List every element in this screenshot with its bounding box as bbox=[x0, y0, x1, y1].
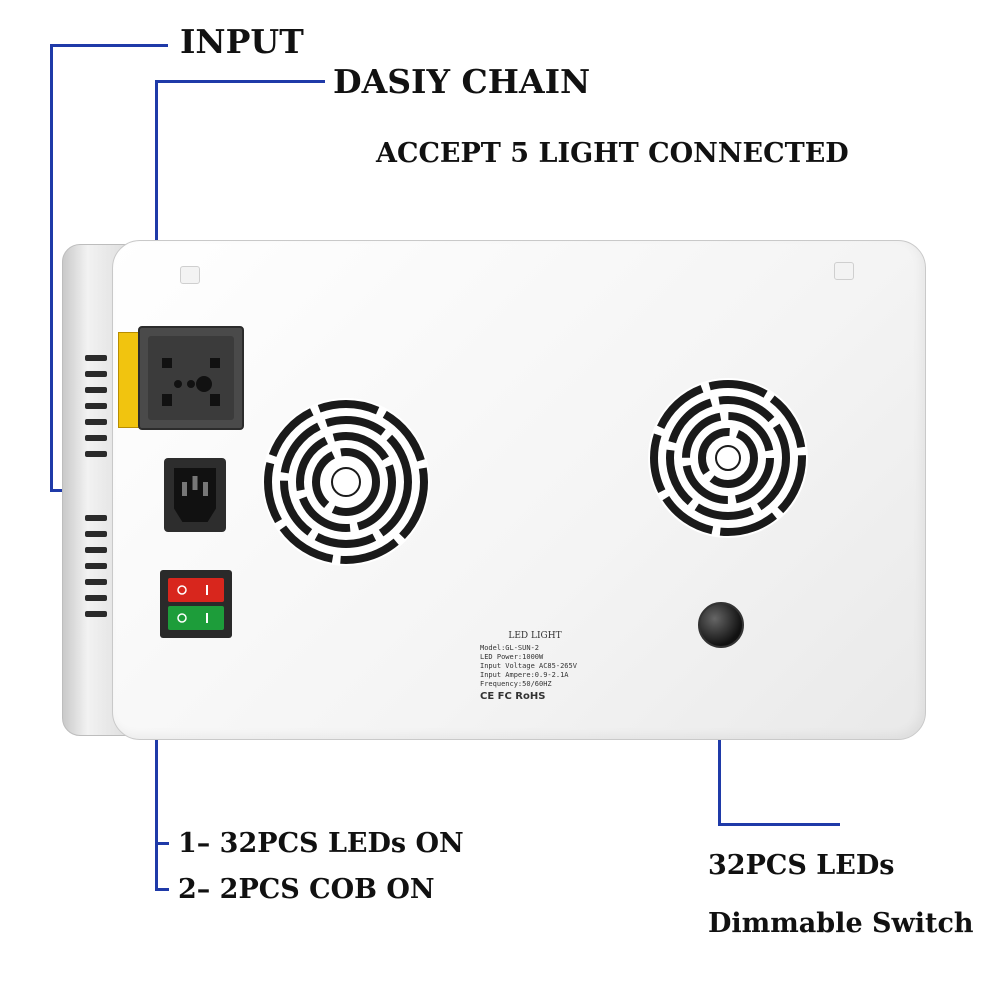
mount-post bbox=[180, 266, 200, 284]
vent-slot bbox=[85, 451, 107, 457]
power-inlet[interactable] bbox=[164, 458, 226, 532]
universal-socket-icon bbox=[162, 358, 220, 406]
vent-slot bbox=[85, 579, 107, 585]
label-voltage: Input Voltage AC85-265V bbox=[480, 662, 577, 670]
vent-slot bbox=[85, 355, 107, 361]
vent-slot bbox=[85, 547, 107, 553]
daisy-chain-callout: DASIY CHAIN bbox=[333, 62, 591, 101]
product-label: LED LIGHT Model:GL-SUN-2 LED Power:1000W… bbox=[480, 632, 590, 708]
led-rocker-switch[interactable] bbox=[168, 578, 224, 602]
leds-on-callout: 1– 32PCS LEDs ON bbox=[178, 828, 464, 859]
knob-line-h bbox=[718, 823, 840, 826]
fan-grille-icon bbox=[262, 398, 430, 566]
cob-on-callout: 2– 2PCS COB ON bbox=[178, 874, 435, 905]
label-title: LED LIGHT bbox=[508, 631, 562, 641]
dimmable-title-callout: 32PCS LEDs bbox=[708, 850, 895, 881]
vent-slot bbox=[85, 595, 107, 601]
accept-callout: ACCEPT 5 LIGHT CONNECTED bbox=[376, 138, 849, 169]
vent-slot bbox=[85, 515, 107, 521]
daisy-line-h bbox=[155, 80, 325, 83]
iec-socket-icon bbox=[174, 468, 216, 522]
vent-slot bbox=[85, 531, 107, 537]
label-model: Model:GL-SUN-2 bbox=[480, 644, 540, 652]
vent-slot bbox=[85, 563, 107, 569]
vent-slot bbox=[85, 419, 107, 425]
dimmable-sub-callout: Dimmable Switch bbox=[708, 908, 974, 939]
input-callout: INPUT bbox=[180, 22, 304, 61]
label-power: LED Power:1000W bbox=[480, 653, 544, 661]
dimmer-knob-icon[interactable] bbox=[698, 602, 744, 648]
on-off-icon bbox=[177, 613, 208, 623]
vent-slot bbox=[85, 403, 107, 409]
input-line-v bbox=[50, 44, 53, 492]
daisy-chain-socket[interactable] bbox=[138, 326, 244, 430]
daisy-line-v bbox=[155, 80, 158, 330]
switch-line-h2 bbox=[155, 888, 169, 891]
on-off-icon bbox=[177, 585, 208, 595]
mount-post bbox=[834, 262, 854, 280]
label-marks: CE FC RoHS bbox=[480, 691, 546, 702]
socket-face bbox=[148, 336, 234, 420]
vent-slot bbox=[85, 387, 107, 393]
switch-line-h1 bbox=[155, 842, 169, 845]
label-ampere: Input Ampere:0.9-2.1A bbox=[480, 671, 569, 679]
label-frequency: Frequency:50/60HZ bbox=[480, 680, 552, 688]
cob-rocker-switch[interactable] bbox=[168, 606, 224, 630]
switch-line-v bbox=[155, 600, 158, 890]
fan-grille-icon bbox=[648, 378, 808, 538]
input-line-h bbox=[50, 44, 168, 47]
rocker-switch-box bbox=[160, 570, 232, 638]
vent-slot bbox=[85, 371, 107, 377]
vent-slot bbox=[85, 435, 107, 441]
vent-slot bbox=[85, 611, 107, 617]
